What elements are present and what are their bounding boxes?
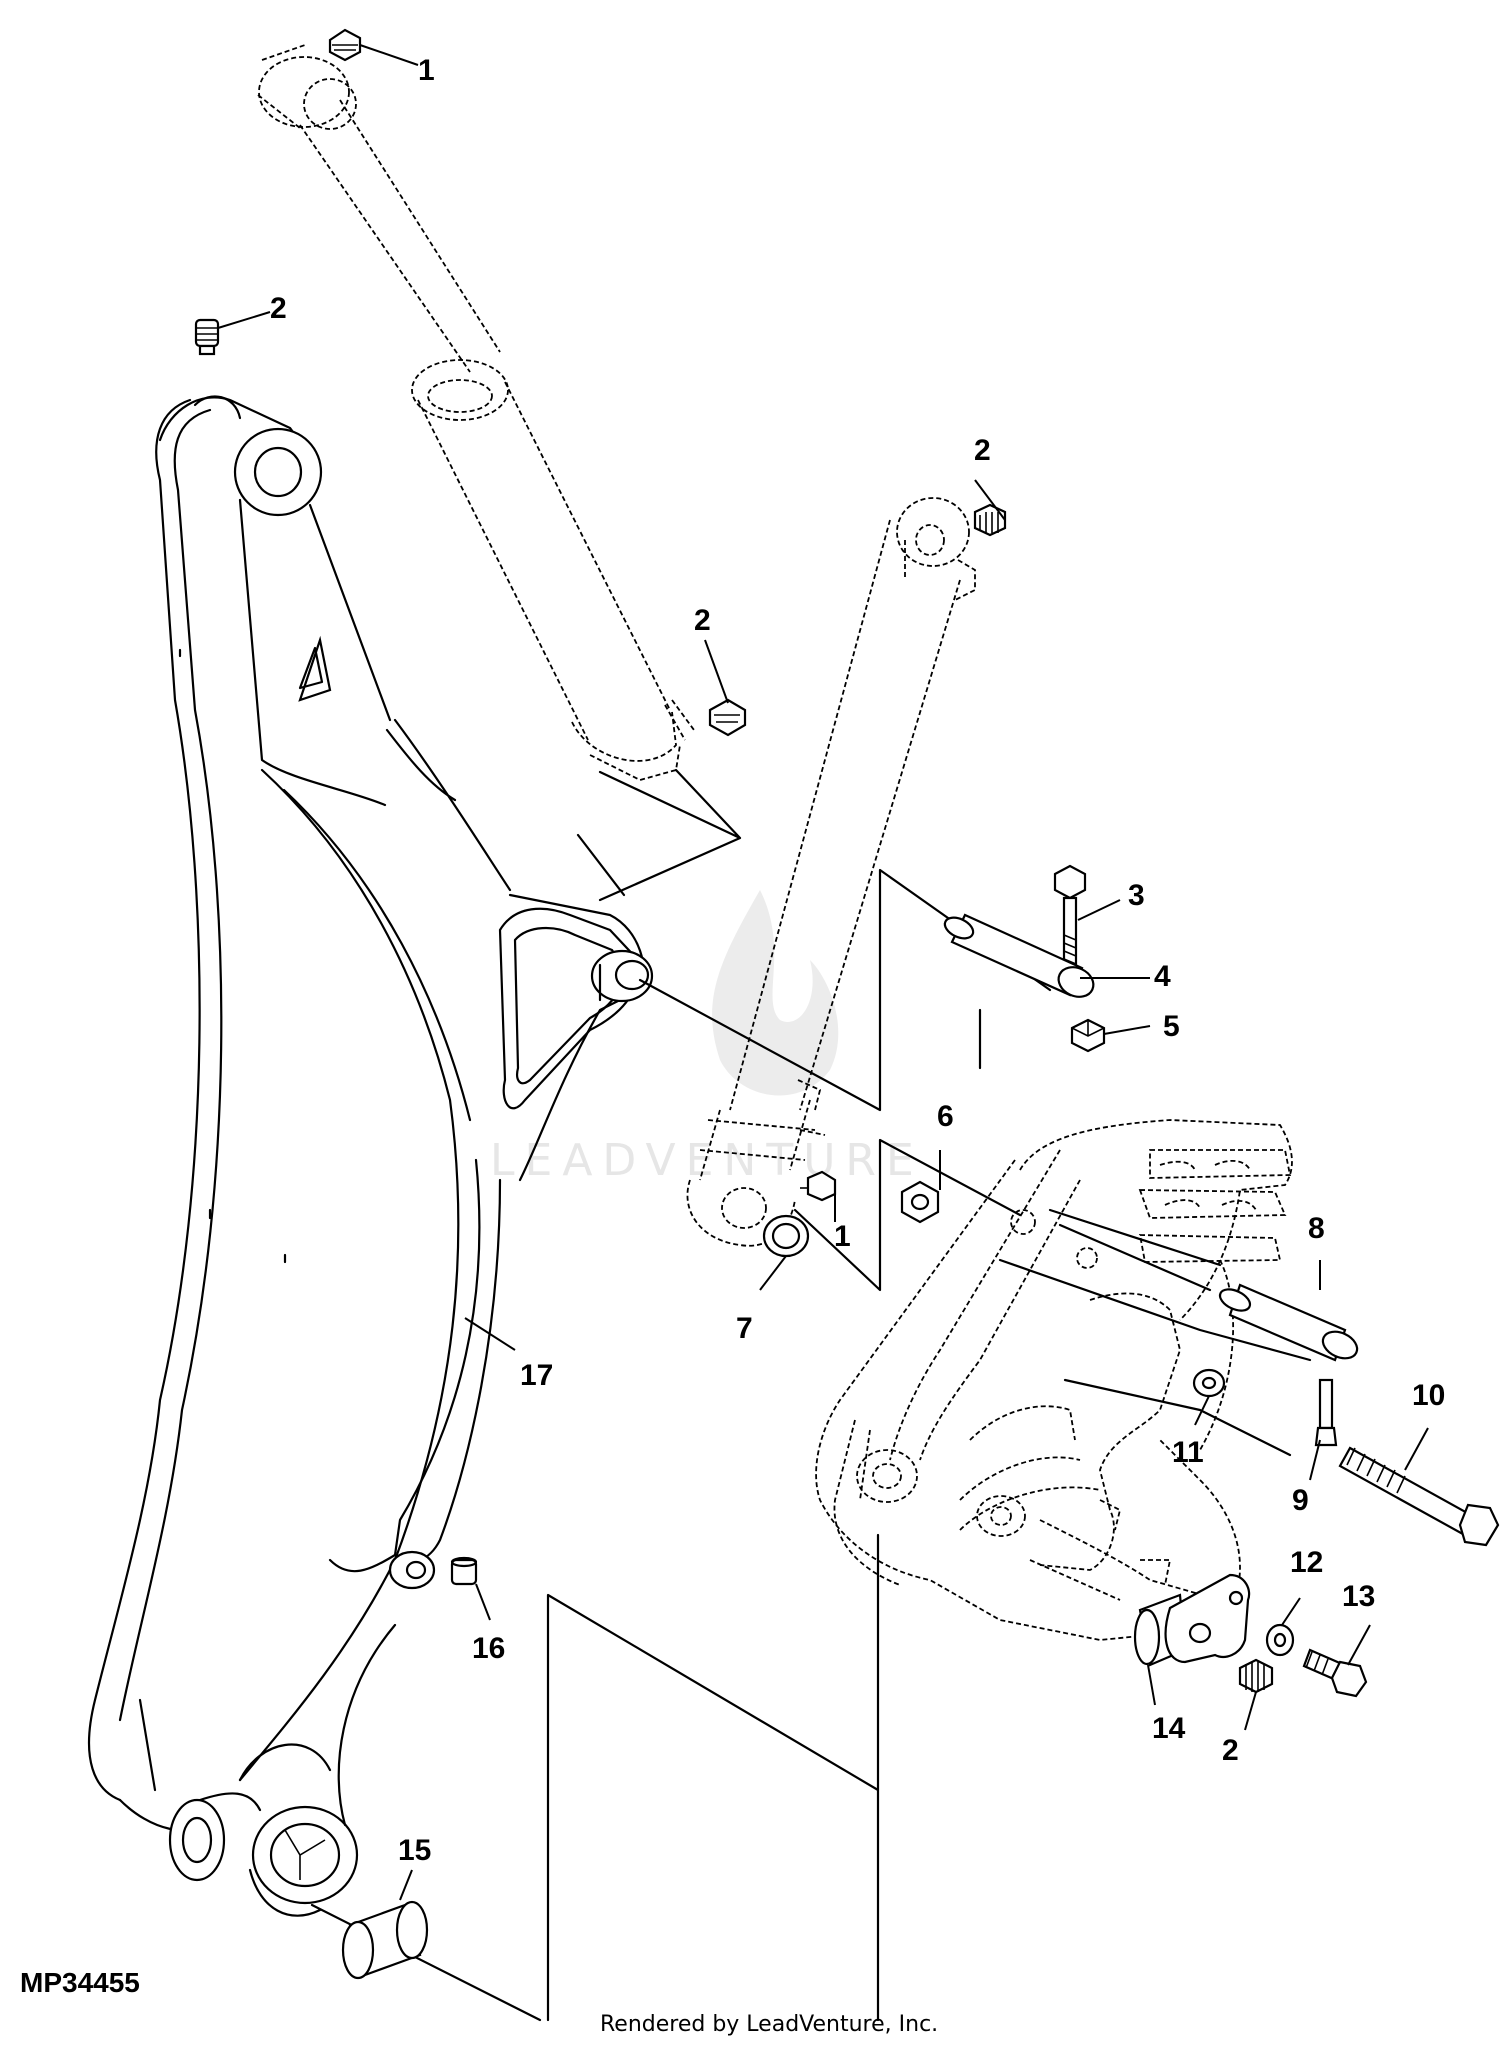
part-2-grease-fitting-rod (973, 503, 1007, 537)
part-11-washer (1192, 1368, 1226, 1398)
part-1-grease-fitting-top (328, 28, 362, 62)
callout-6: 6 (937, 1100, 954, 1133)
part-4-pin (943, 913, 1095, 998)
callout-7: 7 (736, 1312, 753, 1345)
phantom-line-right (998, 1208, 1312, 1457)
callout-8: 8 (1308, 1212, 1325, 1245)
callout-5: 5 (1163, 1010, 1180, 1043)
phantom-centerline (310, 833, 1052, 2022)
callout-12: 12 (1290, 1546, 1323, 1579)
part-6-nut (900, 1180, 940, 1224)
part-2-grease-fitting-pin (1238, 1658, 1274, 1694)
part-2-grease-fitting-cylinder (708, 698, 747, 737)
part-15-bushing (341, 1900, 429, 1980)
part-13-bolt (1302, 1648, 1368, 1698)
render-credit: Rendered by LeadVenture, Inc. (600, 2012, 939, 2037)
watermark-flame-icon (712, 890, 839, 1096)
part-2-grease-fitting-boom (194, 318, 220, 356)
leader-lines (217, 44, 1429, 1901)
part-7-washer (762, 1214, 810, 1258)
hitch-bracket (815, 1119, 1293, 1641)
watermark: LEADVENTURE (490, 890, 924, 1186)
callout-labels: 1 2 2 2 3 4 5 6 1 7 8 17 10 11 9 12 13 1… (270, 54, 1445, 1867)
callout-15: 15 (398, 1834, 431, 1867)
part-12-washer (1265, 1623, 1295, 1657)
callout-2-boom: 2 (270, 292, 287, 325)
part-10-bolt (1338, 1446, 1500, 1547)
callout-4: 4 (1154, 960, 1171, 993)
part-3-bolt (1053, 864, 1087, 972)
boom-arm (87, 395, 654, 1917)
callout-2-cylinder: 2 (694, 604, 711, 637)
fitting-lead-curve (337, 1623, 397, 1827)
callout-2-pin: 2 (1222, 1734, 1239, 1767)
callout-1-lower: 1 (834, 1220, 851, 1253)
callout-2-rod: 2 (974, 434, 991, 467)
part-16-fitting (450, 1556, 478, 1586)
callout-17: 17 (520, 1359, 553, 1392)
part-5-nut (1070, 1018, 1106, 1053)
part-8-pin (1218, 1283, 1359, 1362)
part-14-flanged-pin (1133, 1573, 1251, 1667)
callout-10: 10 (1412, 1379, 1445, 1412)
diagram-id: MP34455 (20, 1967, 140, 1998)
phantom-line-upper (598, 768, 742, 902)
part-9-pin (1314, 1378, 1338, 1447)
callout-14: 14 (1152, 1712, 1186, 1745)
watermark-text: LEADVENTURE (490, 1135, 924, 1186)
callout-13: 13 (1342, 1580, 1375, 1613)
arm-cylinder (686, 497, 976, 1247)
callout-16: 16 (472, 1632, 505, 1665)
boom-cylinder (257, 44, 695, 781)
callout-3: 3 (1128, 879, 1145, 912)
callout-1-top: 1 (418, 54, 435, 87)
callout-11: 11 (1172, 1436, 1204, 1469)
callout-9: 9 (1292, 1484, 1309, 1517)
